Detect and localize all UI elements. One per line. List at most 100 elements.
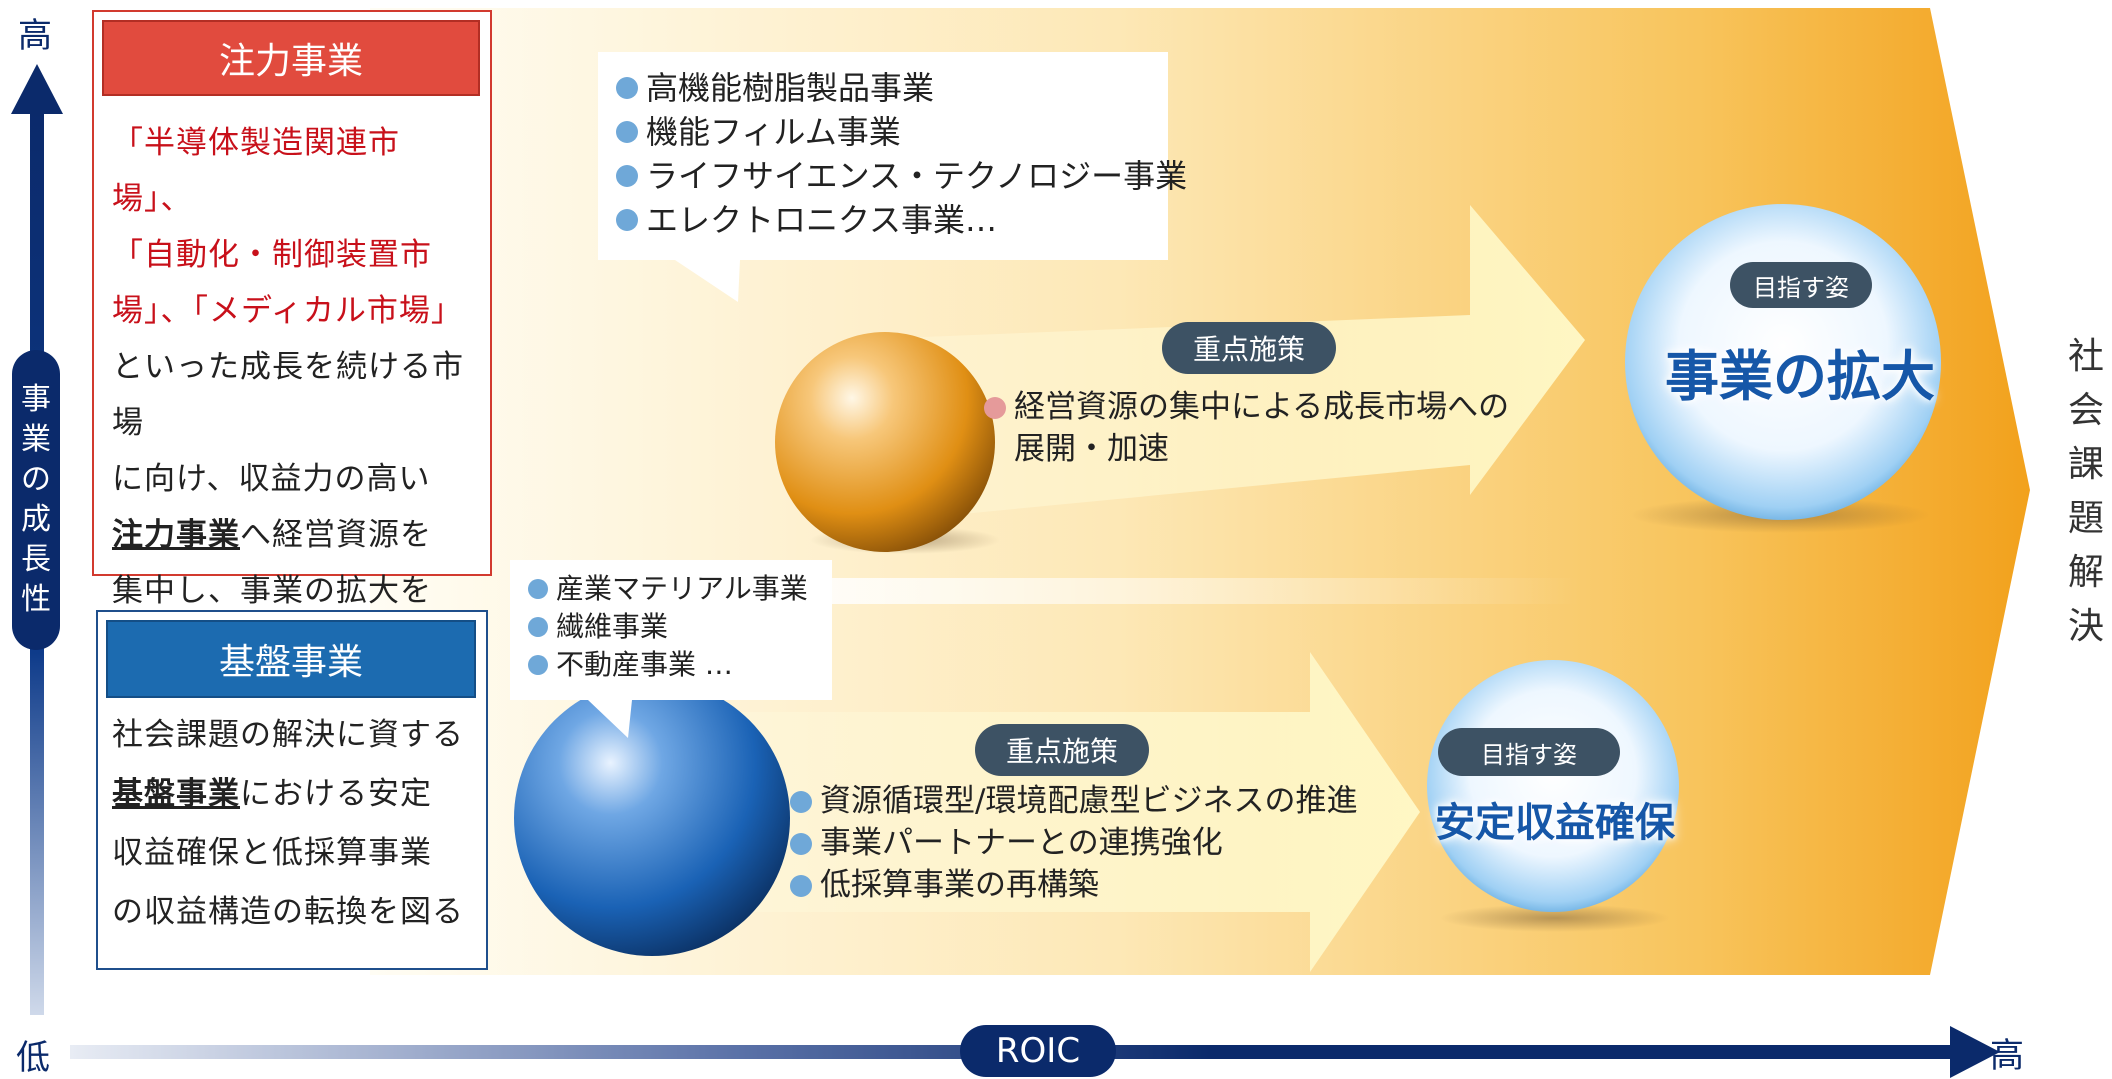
list-item-text: 資源循環型/環境配慮型ビジネスの推進 [820, 783, 1358, 819]
bullet-dot-icon [528, 579, 548, 599]
bullet-dot-icon [790, 833, 812, 855]
description-line: 場」、「メディカル市場」 [112, 283, 474, 339]
text-span: へ経営資源を [240, 517, 432, 553]
bullet-dot-icon [528, 617, 548, 637]
text-span: に向け、収益力の高い [112, 461, 431, 497]
list-item: 資源循環型/環境配慮型ビジネスの推進 [790, 780, 1357, 822]
list-item-text: 産業マテリアル事業 [556, 572, 808, 605]
bullet-dot-icon [616, 209, 638, 231]
list-item: 機能フィルム事業 [616, 110, 1187, 154]
list-item-text: 機能フィルム事業 [646, 113, 901, 151]
vertical-axis-title-char: 業 [21, 422, 51, 457]
focus-measures-heading: 重点施策 [1162, 322, 1336, 374]
social-issue-label-char: 社 [2067, 336, 2104, 377]
text-span: 「半導体製造関連市場」、 [112, 125, 400, 217]
list-item: 経営資源の集中による成長市場への 展開・加速 [984, 386, 1509, 470]
focus-business-heading: 注力事業 [102, 20, 480, 96]
text-span: 「自動化・制御装置市 [112, 237, 432, 273]
description-line: 注力事業へ経営資源を [112, 507, 474, 563]
description-line: の収益構造の転換を図る [112, 883, 474, 942]
list-item-text: 経営資源の集中による成長市場への 展開・加速 [1014, 389, 1510, 467]
base-measures-heading: 重点施策 [975, 724, 1149, 776]
emphasized-text: 基盤事業 [112, 776, 240, 812]
list-item: 産業マテリアル事業 [528, 570, 808, 608]
list-item: 事業パートナーとの連携強化 [790, 822, 1357, 864]
vertical-axis-title-char: 長 [21, 542, 51, 577]
base-examples-list: 産業マテリアル事業繊維事業不動産事業 … [528, 570, 808, 684]
social-issue-label-char: 題 [2067, 498, 2104, 539]
focus-examples-list: 高機能樹脂製品事業機能フィルム事業ライフサイエンス・テクノロジー事業エレクトロニ… [616, 66, 1187, 242]
list-item-text: 低採算事業の再構築 [820, 867, 1099, 903]
base-sphere [514, 680, 790, 956]
list-item: 高機能樹脂製品事業 [616, 66, 1187, 110]
description-line: 基盤事業における安定 [112, 765, 474, 824]
text-span: 集中し、事業の拡大を [112, 573, 432, 609]
base-goal-label: 目指す姿 [1438, 728, 1620, 776]
description-line: 「自動化・制御装置市 [112, 227, 474, 283]
social-issue-label-char: 解 [2067, 552, 2104, 593]
list-item-text: 事業パートナーとの連携強化 [820, 825, 1223, 861]
text-span: の収益構造の転換を図る [112, 894, 464, 930]
base-business-heading: 基盤事業 [106, 620, 476, 698]
list-item-text: 不動産事業 … [556, 648, 733, 681]
base-examples-bubble [510, 560, 832, 738]
description-line: 「半導体製造関連市場」、 [112, 115, 474, 227]
vertical-axis-arrowhead [11, 64, 63, 114]
description-line: 社会課題の解決に資する [112, 706, 474, 765]
base-business-description: 社会課題の解決に資する基盤事業における安定収益確保と低採算事業の収益構造の転換を… [112, 706, 474, 942]
vertical-axis-low-label: 低 [16, 1038, 50, 1078]
text-span: といった成長を続ける市場 [112, 349, 464, 441]
horizontal-axis-high-label: 高 [1990, 1036, 2024, 1076]
social-issue-label-char: 決 [2067, 606, 2104, 647]
horizontal-axis-title: ROIC [960, 1025, 1116, 1077]
list-item-text: 繊維事業 [556, 610, 669, 643]
description-line: に向け、収益力の高い [112, 451, 474, 507]
bullet-dot-icon [616, 77, 638, 99]
social-issue-label-char: 課 [2067, 444, 2104, 485]
base-measures-list: 資源循環型/環境配慮型ビジネスの推進事業パートナーとの連携強化低採算事業の再構築 [790, 780, 1357, 906]
focus-goal-label: 目指す姿 [1730, 262, 1872, 308]
vertical-axis-title-char: 性 [21, 582, 51, 617]
lower-arrow [690, 652, 1420, 972]
text-span: における安定 [240, 776, 432, 812]
list-item-text: 高機能樹脂製品事業 [646, 69, 935, 107]
list-item: 繊維事業 [528, 608, 808, 646]
bullet-dot-icon [790, 875, 812, 897]
focus-sphere [775, 332, 995, 552]
bullet-dot-icon [528, 655, 548, 675]
text-span: 収益確保と低採算事業 [112, 835, 432, 871]
divider-band [780, 578, 1580, 604]
text-span: 社会課題の解決に資する [112, 717, 464, 753]
vertical-axis-high-label: 高 [18, 16, 52, 56]
vertical-axis-title-char: の [21, 462, 51, 497]
list-item: ライフサイエンス・テクノロジー事業 [616, 154, 1187, 198]
vertical-axis-title: 事業の成長性 [12, 350, 60, 650]
list-item: エレクトロニクス事業… [616, 198, 1187, 242]
emphasized-text: 注力事業 [112, 517, 240, 553]
social-issue-label-char: 会 [2067, 390, 2104, 431]
list-item-text: ライフサイエンス・テクノロジー事業 [646, 157, 1188, 195]
description-line: 収益確保と低採算事業 [112, 824, 474, 883]
bullet-dot-icon [616, 165, 638, 187]
focus-examples-bubble [598, 52, 1168, 302]
focus-goal-title: 事業の拡大 [1665, 345, 1935, 408]
base-goal-title: 安定収益確保 [1435, 800, 1675, 846]
list-item: 低採算事業の再構築 [790, 864, 1357, 906]
bullet-dot-icon [790, 791, 812, 813]
description-line: といった成長を続ける市場 [112, 339, 474, 451]
base-goal-sphere [1427, 660, 1679, 912]
social-issue-resolution-label: 社会課題解決 [2066, 330, 2106, 654]
list-item-text: エレクトロニクス事業… [646, 201, 998, 239]
description-line: 集中し、事業の拡大を [112, 563, 474, 619]
list-item: 不動産事業 … [528, 646, 808, 684]
focus-business-box [92, 10, 492, 576]
vertical-axis-title-char: 成 [21, 502, 51, 537]
vertical-axis-title-char: 事 [21, 382, 51, 417]
focus-business-description: 「半導体製造関連市場」、「自動化・制御装置市場」、「メディカル市場」といった成長… [112, 115, 474, 675]
bullet-dot-icon [984, 397, 1006, 419]
focus-measures-list: 経営資源の集中による成長市場への 展開・加速 [984, 386, 1509, 470]
horizontal-axis-arrowhead [1950, 1026, 2000, 1078]
bullet-dot-icon [616, 121, 638, 143]
text-span: 場」、「メディカル市場」 [112, 293, 463, 329]
